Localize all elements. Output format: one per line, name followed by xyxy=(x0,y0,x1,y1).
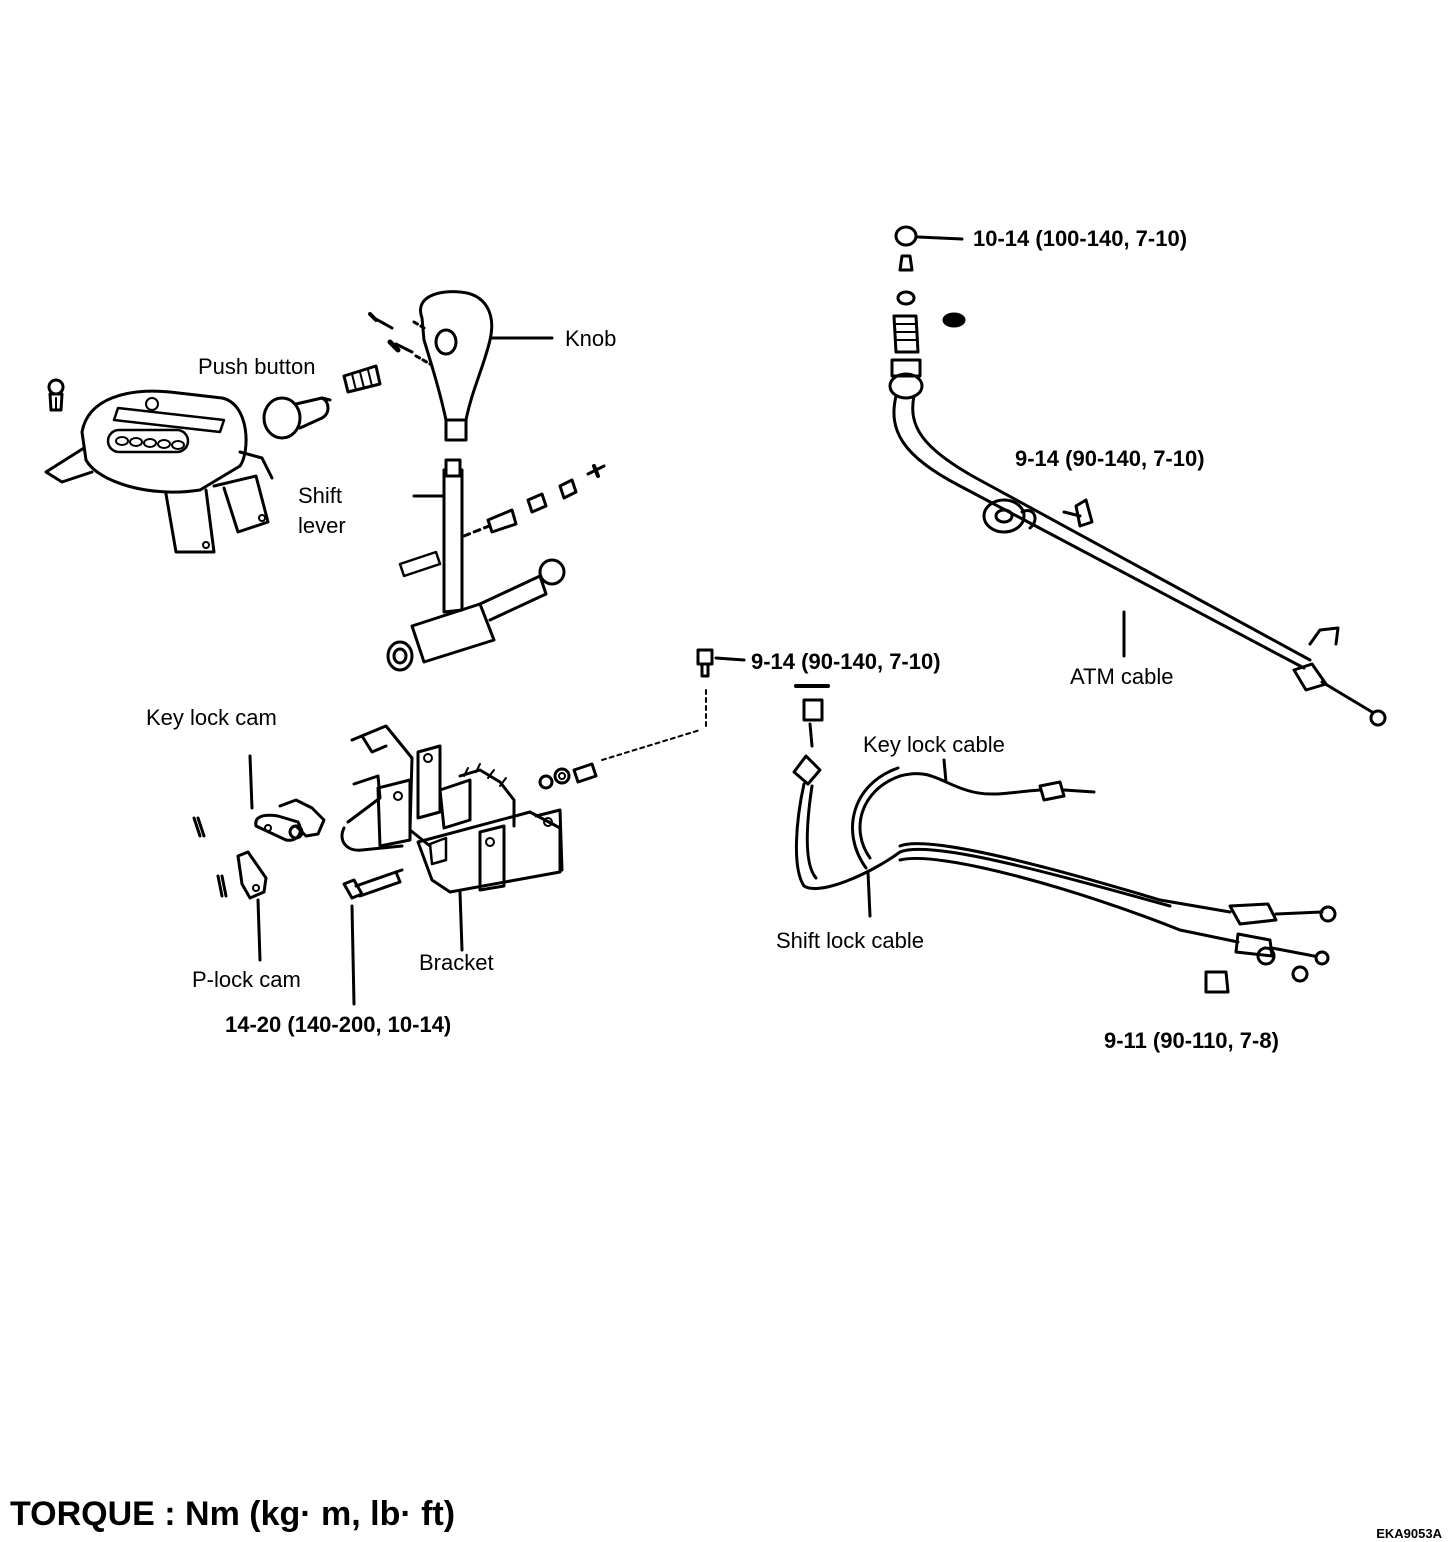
bracket-shape xyxy=(340,724,564,952)
bracket-label: Bracket xyxy=(419,950,494,975)
figure-id: EKA9053A xyxy=(1376,1526,1442,1541)
shift-lever-label-line2: lever xyxy=(298,513,346,538)
indicator-housing xyxy=(44,389,274,554)
push-button-shape xyxy=(262,396,332,440)
atm-cable-bracket-bolt-torque: 9-14 (90-140, 7-10) xyxy=(1015,446,1205,471)
key-lock-cam-label: Key lock cam xyxy=(146,705,277,730)
p-lock-cam-label: P-lock cam xyxy=(192,967,301,992)
torque-units-legend: TORQUE : Nm (kg· m, lb· ft) xyxy=(10,1495,456,1533)
pivot-bolt-leader xyxy=(350,904,356,1006)
knob-screws-and-spring xyxy=(342,312,432,394)
p-lock-cam-shape xyxy=(216,850,268,962)
lock-cables-shape xyxy=(792,684,1337,994)
bracket-bolt-shape xyxy=(696,648,746,678)
shift-lock-cable-nut-torque: 9-11 (90-110, 7-8) xyxy=(1104,1028,1279,1053)
pivot-bolt-shape xyxy=(342,868,404,900)
atm-cable-label: ATM cable xyxy=(1070,664,1174,689)
push-button-label: Push button xyxy=(198,354,316,379)
atm-cable-shape xyxy=(888,225,1387,727)
shift-lock-cable-label: Shift lock cable xyxy=(776,928,924,953)
key-lock-cam-shape xyxy=(192,754,326,842)
housing-screw xyxy=(47,378,65,412)
knob-shape xyxy=(419,290,554,442)
pivot-bolt-torque: 14-20 (140-200, 10-14) xyxy=(225,1012,452,1037)
bracket-bolt-torque: 9-14 (90-140, 7-10) xyxy=(751,649,941,674)
key-lock-cable-label: Key lock cable xyxy=(863,732,1005,757)
bracket-small-parts xyxy=(538,689,707,790)
shift-lever-shape xyxy=(386,458,606,672)
shift-lever-label-line1: Shift xyxy=(298,483,343,508)
knob-label: Knob xyxy=(565,326,617,351)
atm-cable-nut-torque: 10-14 (100-140, 7-10) xyxy=(973,226,1188,251)
